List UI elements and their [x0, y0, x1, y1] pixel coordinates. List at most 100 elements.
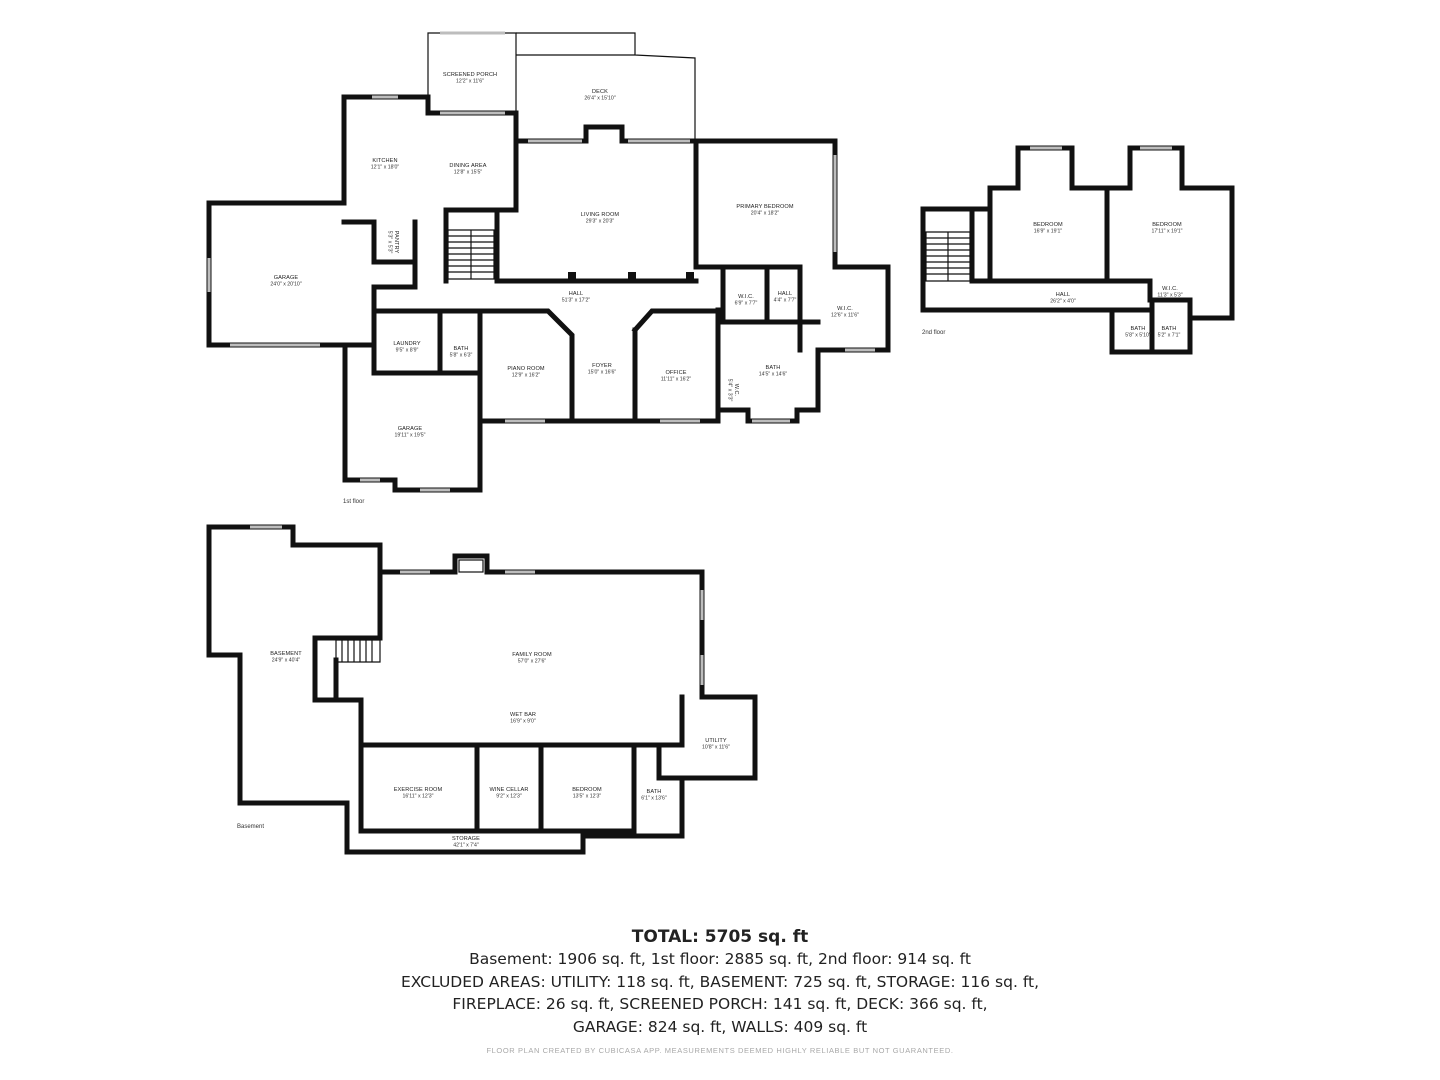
- room-dimensions: 5'2" x 7'1": [1158, 333, 1181, 339]
- room-name: KITCHEN: [372, 158, 397, 164]
- room-name: EXERCISE ROOM: [394, 787, 443, 793]
- room-dimensions: 24'0" x 20'10": [270, 282, 301, 288]
- stairs-basement: [335, 639, 381, 663]
- stairs-second-floor: [925, 231, 971, 282]
- room-dimensions: 16'9" x 9'0": [510, 719, 536, 725]
- excluded-areas-line-1: EXCLUDED AREAS: UTILITY: 118 sq. ft, BAS…: [400, 972, 1040, 991]
- room-dimensions: 12'6" x 11'6": [831, 313, 859, 319]
- room-name: BEDROOM: [1033, 222, 1063, 228]
- room-name: OFFICE: [665, 370, 686, 376]
- room-name: BATH: [454, 346, 469, 352]
- room-dimensions: 12'1" x 18'0": [371, 165, 400, 171]
- room-name: FAMILY ROOM: [512, 652, 552, 658]
- room-name: HALL: [1056, 292, 1070, 298]
- room-dimensions: 11'3" x 5'3": [1157, 293, 1182, 299]
- room-dimensions: 4'4" x 7'7": [774, 298, 797, 304]
- room-name: WINE CELLAR: [489, 787, 528, 793]
- room-dimensions: 5'3" x 5'3": [387, 231, 393, 254]
- first-floor-plan: [206, 31, 891, 493]
- room-name: PANTRY: [393, 231, 399, 254]
- room-dimensions: 12'8" x 15'5": [454, 170, 483, 176]
- room-dimensions: 12'9" x 16'2": [512, 373, 541, 379]
- second-floor-caption: 2nd floor: [922, 330, 945, 336]
- room-name: FOYER: [592, 363, 612, 369]
- room-name: HALL: [778, 291, 792, 297]
- room-name: GARAGE: [398, 426, 423, 432]
- room-name: LAUNDRY: [393, 341, 420, 347]
- first-floor-exterior-walls: [206, 94, 891, 493]
- second-floor-plan: [920, 145, 1235, 355]
- room-label-wic-1: W.I.C.6'9" x 7'7": [735, 294, 758, 307]
- excluded-areas-line-2: FIREPLACE: 26 sq. ft, SCREENED PORCH: 14…: [452, 995, 988, 1013]
- room-name: BATH: [1162, 326, 1177, 332]
- room-name: W.I.C.: [738, 294, 754, 300]
- basement-exterior-walls: [206, 524, 758, 855]
- room-dimensions: 14'5" x 14'6": [759, 372, 788, 378]
- room-dimensions: 9'5" x 8'9": [396, 348, 419, 354]
- room-label-wic-2: W.I.C.12'6" x 11'6": [831, 306, 859, 319]
- room-dimensions: 57'0" x 27'6": [518, 659, 547, 665]
- room-name: DECK: [592, 89, 608, 95]
- basement-plan: [206, 524, 758, 855]
- room-name: UTILITY: [705, 738, 727, 744]
- room-dimensions: 5'8" x 5'10": [1125, 333, 1151, 339]
- room-dimensions: 19'11" x 19'5": [395, 433, 426, 439]
- first-floor-caption: 1st floor: [343, 499, 364, 505]
- room-name: W.I.C.: [1162, 286, 1178, 292]
- room-name: HALL: [569, 291, 583, 297]
- room-dimensions: 24'9" x 40'4": [272, 658, 301, 664]
- second-floor-exterior-walls: [920, 145, 1235, 355]
- room-name: PRIMARY BEDROOM: [736, 204, 793, 210]
- room-dimensions: 10'8" x 11'6": [702, 745, 730, 751]
- room-dimensions: 20'4" x 18'2": [751, 211, 780, 217]
- room-name: DINING AREA: [449, 163, 486, 169]
- room-dimensions: 51'3" x 17'2": [562, 298, 591, 304]
- deck-outline: [516, 32, 696, 141]
- room-dimensions: 13'5" x 12'3": [573, 794, 602, 800]
- room-dimensions: 6'9" x 7'7": [735, 301, 758, 307]
- room-dimensions: 26'4" x 15'10": [584, 96, 615, 102]
- room-dimensions: 42'1" x 7'4": [453, 843, 479, 849]
- room-dimensions: 5'8" x 6'3": [450, 353, 473, 359]
- room-name: BATH: [647, 789, 662, 795]
- room-name: W.I.C.: [837, 306, 853, 312]
- room-dimensions: 5'4" x 3'3": [727, 379, 733, 402]
- room-dimensions: 9'2" x 12'3": [496, 794, 522, 800]
- room-name: BEDROOM: [1152, 222, 1182, 228]
- room-dimensions: 11'11" x 16'2": [661, 377, 692, 383]
- room-dimensions: 16'11" x 12'3": [403, 794, 434, 800]
- room-name: W.C.: [733, 384, 739, 397]
- room-dimensions: 26'2" x 4'0": [1050, 299, 1076, 305]
- room-dimensions: 17'11" x 19'1": [1152, 229, 1183, 235]
- stairs-first-floor: [447, 229, 495, 280]
- room-dimensions: 16'9" x 19'1": [1034, 229, 1063, 235]
- room-name: SCREENED PORCH: [443, 72, 497, 78]
- credit-note: FLOOR PLAN CREATED BY CUBICASA APP. MEAS…: [486, 1046, 954, 1055]
